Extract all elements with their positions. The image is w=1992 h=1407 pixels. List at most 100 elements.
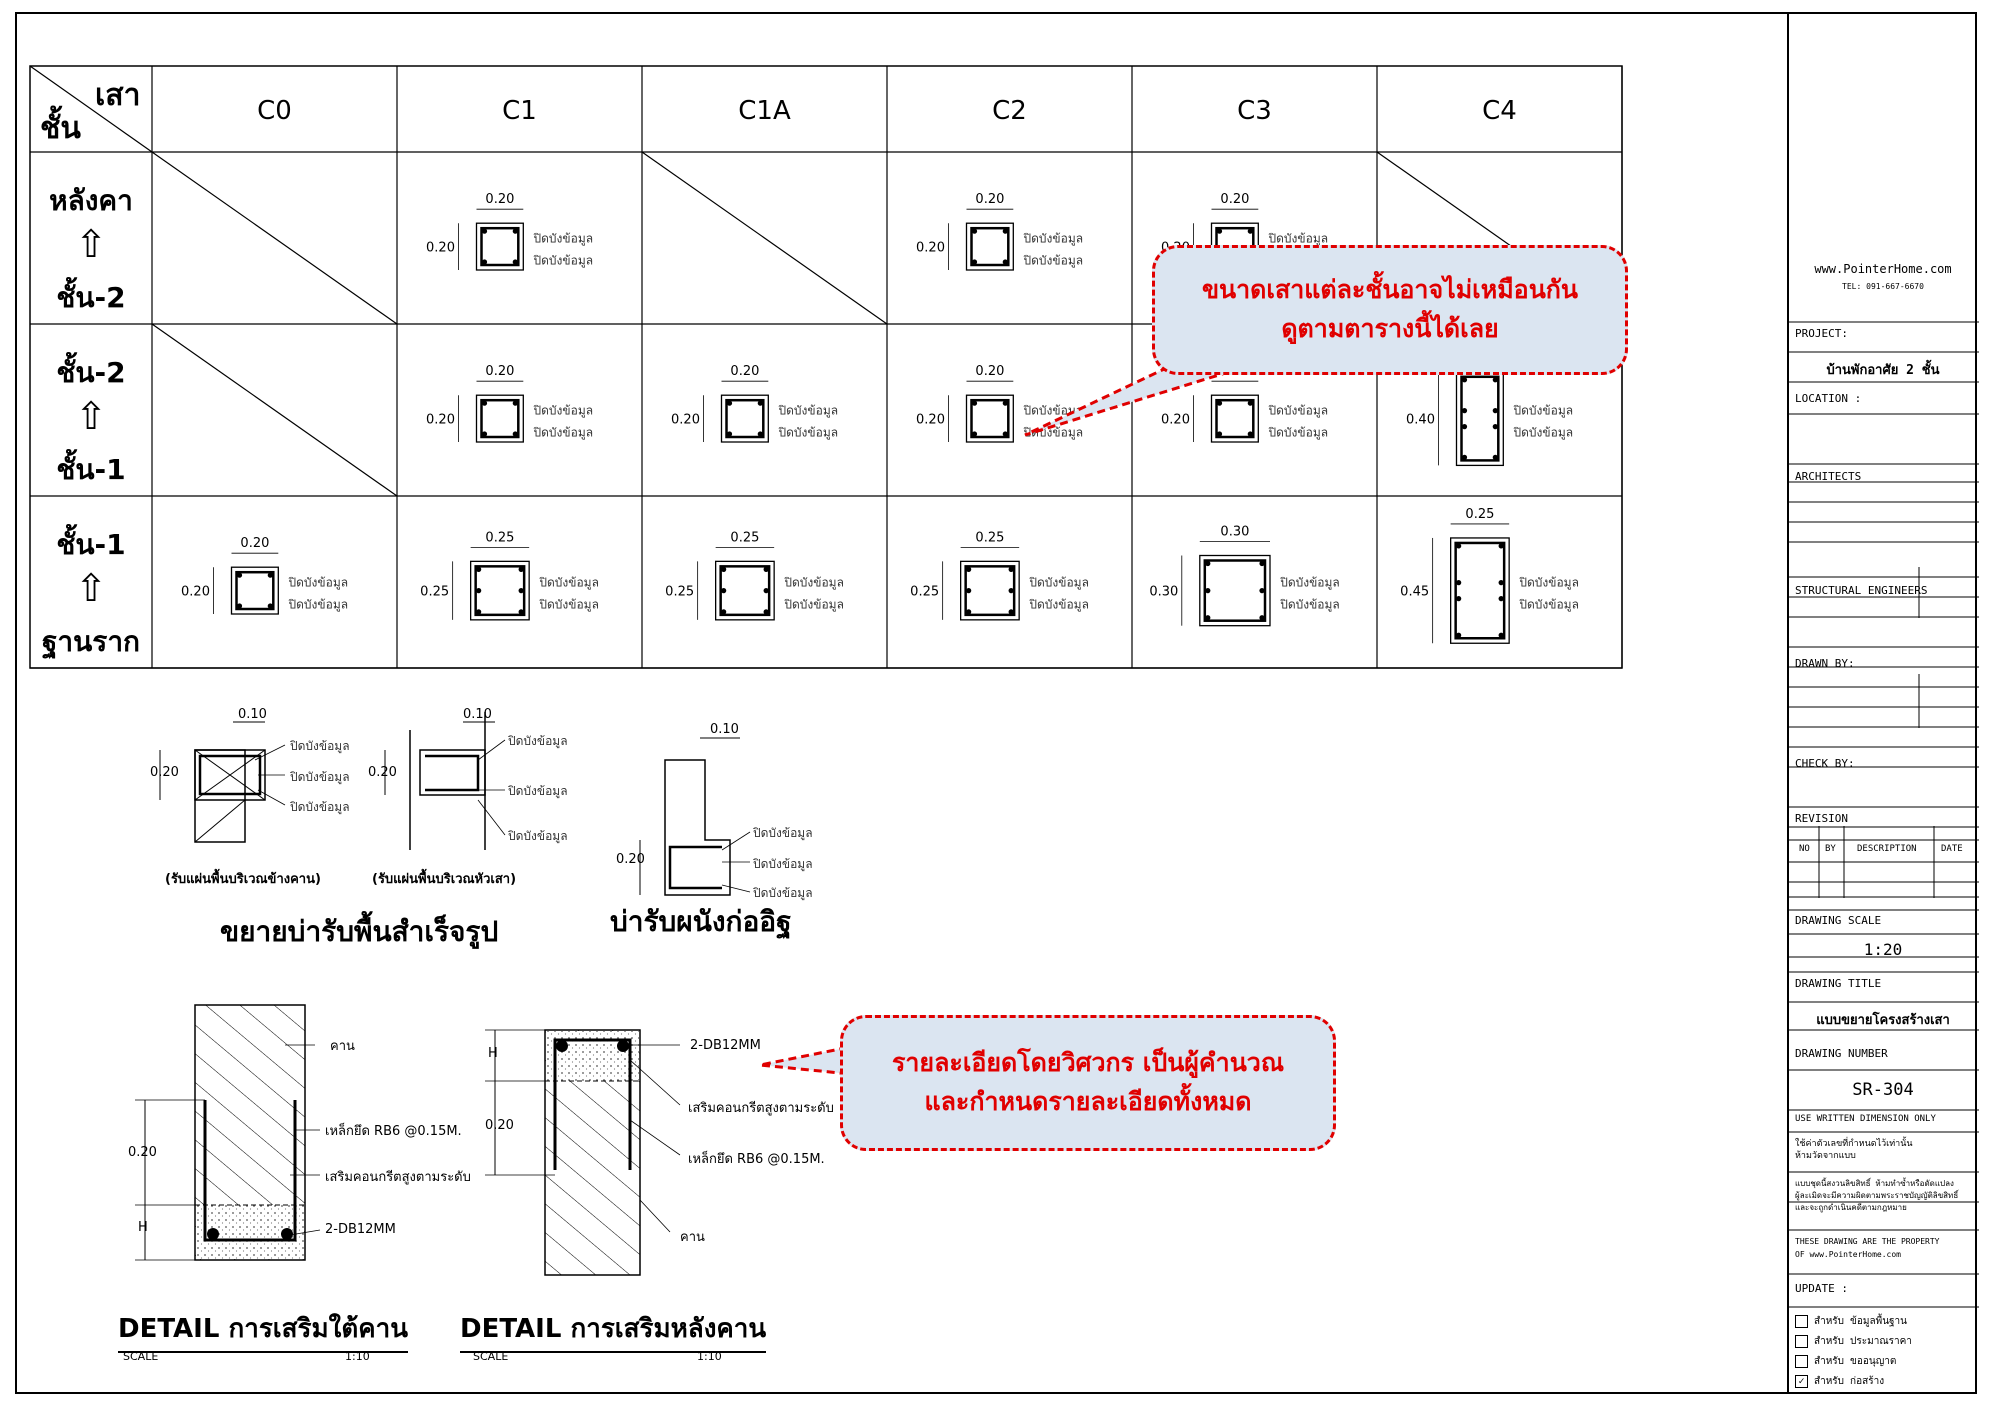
hidden-info-label: ปิดบังข้อมูล	[1268, 404, 1328, 419]
rebar-dot	[726, 431, 733, 437]
rebar-dot	[1002, 259, 1008, 265]
column-section-stirrup	[725, 398, 765, 439]
column-section-outline	[965, 394, 1014, 443]
rebar-dot	[1498, 543, 1504, 549]
update-item-label: สำหรับ ก่อสร้าง	[1814, 1376, 1885, 1387]
rebar-dot	[512, 228, 518, 234]
column-section-stirrup	[1460, 375, 1500, 462]
rebar-dot	[267, 572, 273, 578]
rebar-dot	[1492, 377, 1498, 383]
rebar-dot	[1498, 632, 1504, 638]
drawing-number-value: SR-304	[1852, 1080, 1914, 1100]
column-height-dim: 0.20	[1161, 413, 1190, 428]
rebar-dot	[1259, 560, 1265, 567]
update-item: สำหรับ ประมาณราคา	[1795, 1334, 1912, 1349]
up-arrow-icon: ⇧	[75, 394, 107, 438]
rebar-dot	[1002, 400, 1008, 406]
rebar-dot	[721, 566, 727, 572]
hidden-info-label: ปิดบังข้อมูล	[1029, 576, 1089, 591]
rebar-dot	[757, 431, 763, 437]
column-section-outline	[230, 566, 279, 615]
column-section-stirrup	[1215, 398, 1255, 439]
callout-pointer-engineer	[759, 1043, 861, 1077]
rebar-dot	[1002, 228, 1008, 234]
revision-label: REVISION	[1795, 812, 1848, 825]
rebar-dot	[1205, 588, 1211, 594]
rebar-dot	[1008, 609, 1014, 615]
unchecked-checkbox[interactable]	[1795, 1315, 1808, 1328]
rebar-dot	[1216, 400, 1223, 406]
empty-cell-diagonal	[151, 151, 398, 325]
revision-col-no: NO	[1799, 844, 1810, 854]
rebar-dot	[476, 588, 482, 594]
column-section-stirrup	[474, 565, 526, 617]
rebar-dot	[1247, 228, 1253, 234]
rebar-dot	[512, 431, 518, 437]
hidden-info-label: ปิดบังข้อมูล	[1519, 598, 1579, 613]
rebar-dot	[1216, 431, 1223, 437]
rebar-dot	[971, 228, 978, 234]
hidden-info-label: ปิดบังข้อมูล	[1513, 404, 1573, 419]
drawing-sheet-border	[15, 12, 1977, 1394]
empty-cell-diagonal	[641, 151, 888, 325]
rebar-dot	[1461, 424, 1468, 430]
column-width-dim: 0.20	[1220, 192, 1249, 207]
column-section-outline	[475, 394, 524, 443]
rebar-dot	[763, 588, 769, 594]
column-header-c3: C3	[1237, 96, 1272, 126]
hidden-info-label: ปิดบังข้อมูล	[288, 598, 348, 613]
row-label-top: ชั้น-1	[56, 523, 125, 561]
rebar-dot	[512, 259, 518, 265]
drawing-title-label: DRAWING TITLE	[1795, 977, 1882, 990]
row-label-top: หลังคา	[49, 184, 133, 217]
column-height-dim: 0.20	[671, 413, 700, 428]
use-written-th-1: ใช้ค่าตัวเลขที่กำหนดไว้เท่านั้น	[1795, 1139, 1913, 1149]
column-section-stirrup	[719, 565, 771, 617]
column-header-c1a: C1A	[738, 96, 791, 126]
update-item-label: สำหรับ ขออนุญาต	[1814, 1356, 1897, 1367]
wall-support-detail	[639, 737, 751, 896]
detail-over-beam-drawing	[485, 1029, 681, 1276]
rebar-dot	[476, 566, 482, 572]
structural-label: STRUCTURAL ENGINEERS	[1795, 584, 1928, 597]
rebar-dot	[518, 609, 524, 615]
up-arrow-icon: ⇧	[75, 566, 107, 610]
column-height-dim: 0.40	[1406, 413, 1435, 428]
unchecked-checkbox[interactable]	[1795, 1355, 1808, 1368]
column-height-dim: 0.25	[420, 585, 449, 600]
column-section-outline	[475, 222, 524, 271]
column-section-outline	[469, 560, 530, 621]
property-note-1: THESE DRAWING ARE THE PROPERTY	[1795, 1237, 1940, 1246]
rebar-dot	[1498, 580, 1504, 586]
rebar-dot	[512, 400, 518, 406]
drawing-scale-label: DRAWING SCALE	[1795, 914, 1882, 927]
title-block: www.PointerHome.com TEL: 091-667-6670 PR…	[1787, 12, 1979, 1394]
rebar-dot	[1259, 615, 1265, 621]
rebar-dot	[1456, 632, 1462, 638]
column-height-dim: 0.45	[1400, 585, 1429, 600]
rebar-dot	[966, 609, 972, 615]
rebar-dot	[1008, 588, 1014, 594]
rebar-dot	[971, 259, 978, 265]
column-width-dim: 0.20	[240, 536, 269, 551]
check-by-label: CHECK BY:	[1795, 757, 1855, 770]
rebar-dot	[1492, 408, 1498, 414]
checked-checkbox[interactable]: ✓	[1795, 1375, 1808, 1388]
column-section-stirrup	[235, 570, 275, 611]
rebar-dot	[1259, 588, 1265, 594]
column-section-stirrup	[964, 565, 1016, 617]
column-width-dim: 0.20	[485, 192, 514, 207]
unchecked-checkbox[interactable]	[1795, 1335, 1808, 1348]
column-height-dim: 0.25	[665, 585, 694, 600]
update-item: สำหรับ ข้อมูลพื้นฐาน	[1795, 1314, 1907, 1329]
engineer-note-line-2: และกำหนดรายละเอียดทั้งหมด	[924, 1087, 1252, 1116]
rebar-dot	[1205, 615, 1211, 621]
tel-label: TEL: 091-667-6670	[1842, 282, 1924, 291]
column-width-dim: 0.20	[975, 364, 1004, 379]
rebar-dot	[1461, 454, 1468, 460]
column-width-dim: 0.20	[975, 192, 1004, 207]
column-header-c4: C4	[1482, 96, 1517, 126]
column-section-stirrup	[1454, 541, 1506, 640]
column-header-c2: C2	[992, 96, 1027, 126]
title-block-grid	[1789, 321, 1979, 1308]
